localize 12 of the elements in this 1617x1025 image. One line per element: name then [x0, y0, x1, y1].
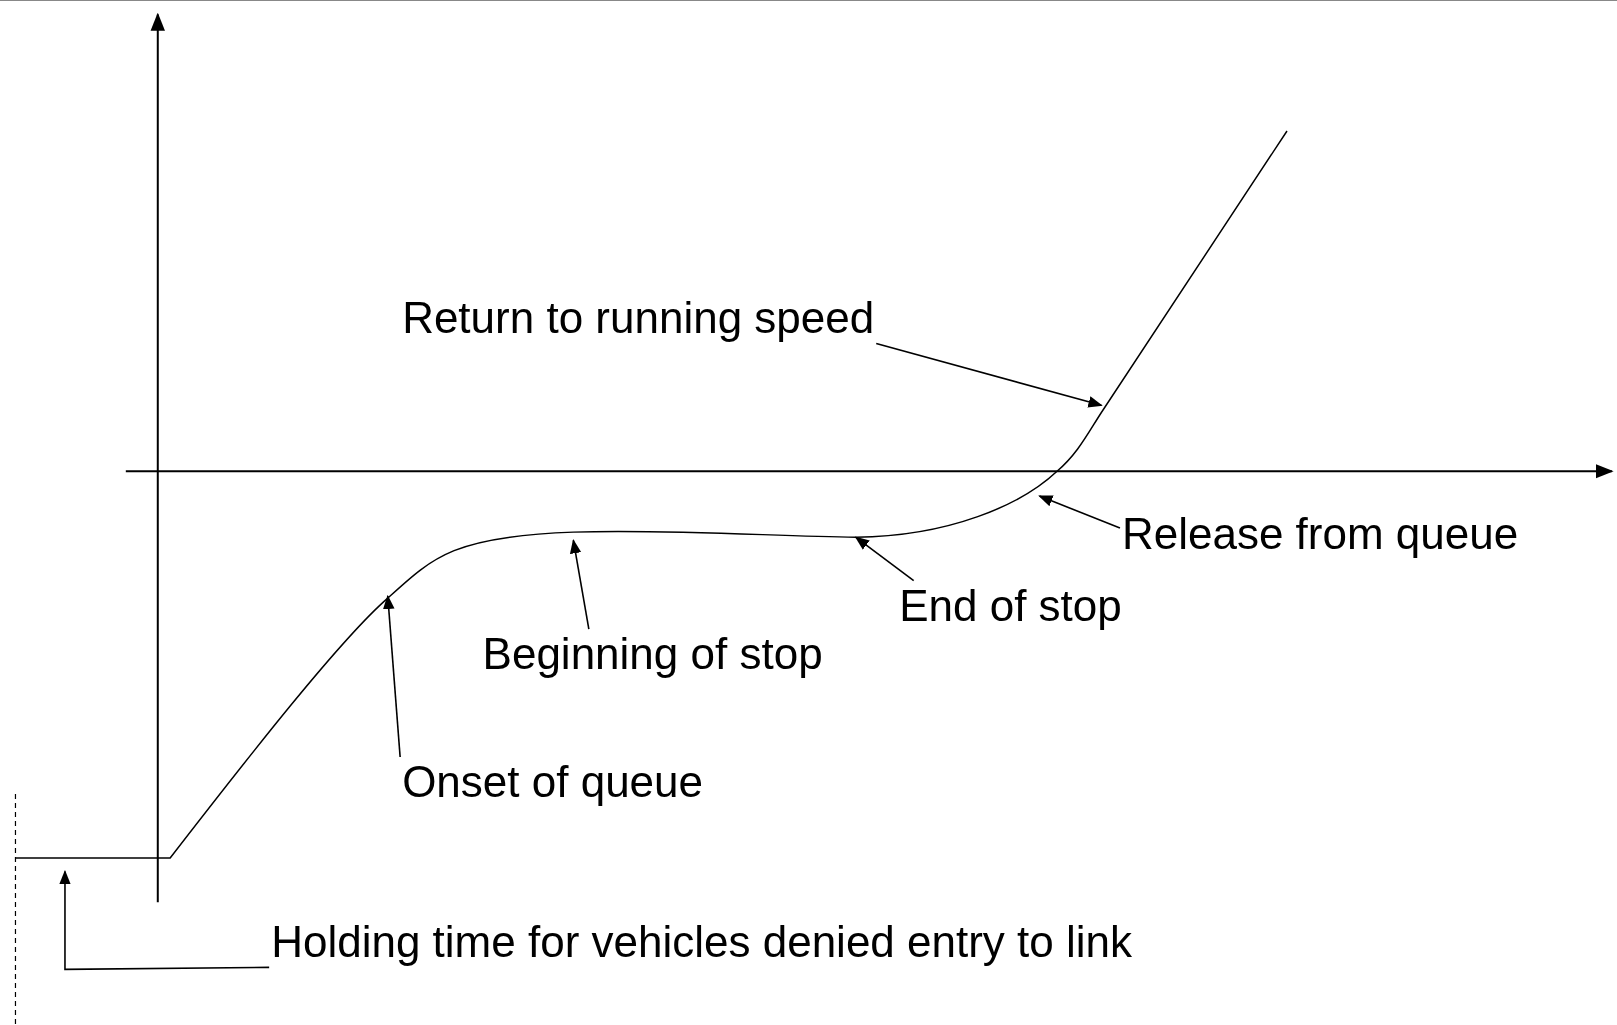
annotation-label: Beginning of stop: [480, 629, 825, 680]
annotation-label: Return to running speed: [400, 292, 877, 344]
annotation-label: Holding time for vehicles denied entry to link: [269, 916, 1135, 968]
annotation-label: Release from queue: [1119, 509, 1521, 561]
leader-arrow: [1038, 495, 1121, 529]
leader-arrow: [875, 342, 1103, 408]
leader-arrow: [854, 536, 915, 582]
leader-arrow: [59, 869, 270, 971]
annotation-label: End of stop: [897, 580, 1124, 632]
leader-arrow: [383, 594, 401, 758]
leader-arrow: [569, 538, 590, 630]
annotation-label: Onset of queue: [400, 756, 705, 808]
